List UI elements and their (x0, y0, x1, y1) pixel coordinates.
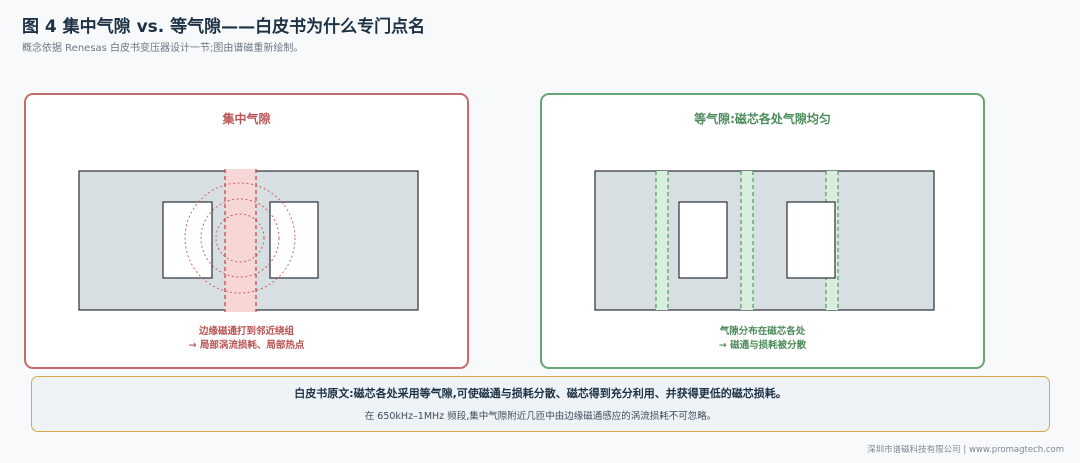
flux-ring-middle (200, 198, 280, 278)
lumped-gap-core-diagram (78, 169, 419, 312)
core-body (594, 170, 935, 311)
whitepaper-quote-main: 白皮书原文:磁芯各处采用等气隙,可使磁通与损耗分散、磁芯得到充分利用、并获得更低… (294, 387, 787, 400)
distributed-gap-caption-line1: 气隙分布在磁芯各处 (719, 326, 806, 337)
distributed-gap-panel: 等气隙:磁芯各处气隙均匀 气隙分布在磁芯各处 → 磁通与损耗被分散 (540, 93, 985, 369)
distributed-gap-caption: 气隙分布在磁芯各处 → 磁通与损耗被分散 (542, 325, 983, 353)
whitepaper-quote-sub: 在 650kHz–1MHz 频段,集中气隙附近几匝中由边缘磁通感应的涡流损耗不可… (364, 411, 717, 422)
flux-ring-outer-front (184, 182, 296, 294)
core-window-right (269, 201, 319, 279)
lumped-gap-band (225, 169, 256, 312)
figure-subtitle: 概念依据 Renesas 白皮书变压器设计一节;图由谱磁重新绘制。 (22, 43, 304, 54)
flux-ring-inner (215, 213, 265, 263)
distributed-gap-caption-line2: → 磁通与损耗被分散 (718, 340, 807, 351)
distributed-gap-1 (655, 171, 669, 310)
distributed-gap-panel-title: 等气隙:磁芯各处气隙均匀 (694, 112, 831, 126)
lumped-gap-panel: 集中气隙 边缘磁通打到邻近绕组 → 局部涡流损耗、局部热点 (24, 93, 469, 369)
lumped-gap-caption-line2: → 局部涡流损耗、局部热点 (188, 340, 305, 351)
fringing-flux-rings-inner (184, 182, 296, 294)
core-window-left (162, 201, 213, 279)
lumped-gap-caption: 边缘磁通打到邻近绕组 → 局部涡流损耗、局部热点 (26, 325, 467, 353)
distributed-gap-2 (740, 171, 754, 310)
distributed-gap-core-diagram (594, 170, 935, 311)
lumped-gap-caption-line1: 边缘磁通打到邻近绕组 (198, 326, 294, 337)
figure-title: 图 4 集中气隙 vs. 等气隙——白皮书为什么专门点名 (22, 17, 426, 37)
core-window-left (678, 201, 728, 279)
whitepaper-quote-box: 白皮书原文:磁芯各处采用等气隙,可使磁通与损耗分散、磁芯得到充分利用、并获得更低… (31, 376, 1050, 432)
core-window-right (786, 201, 836, 279)
lumped-gap-panel-title: 集中气隙 (222, 112, 271, 126)
footer-credit: 深圳市谱磁科技有限公司 | www.promagtech.com (867, 445, 1064, 455)
